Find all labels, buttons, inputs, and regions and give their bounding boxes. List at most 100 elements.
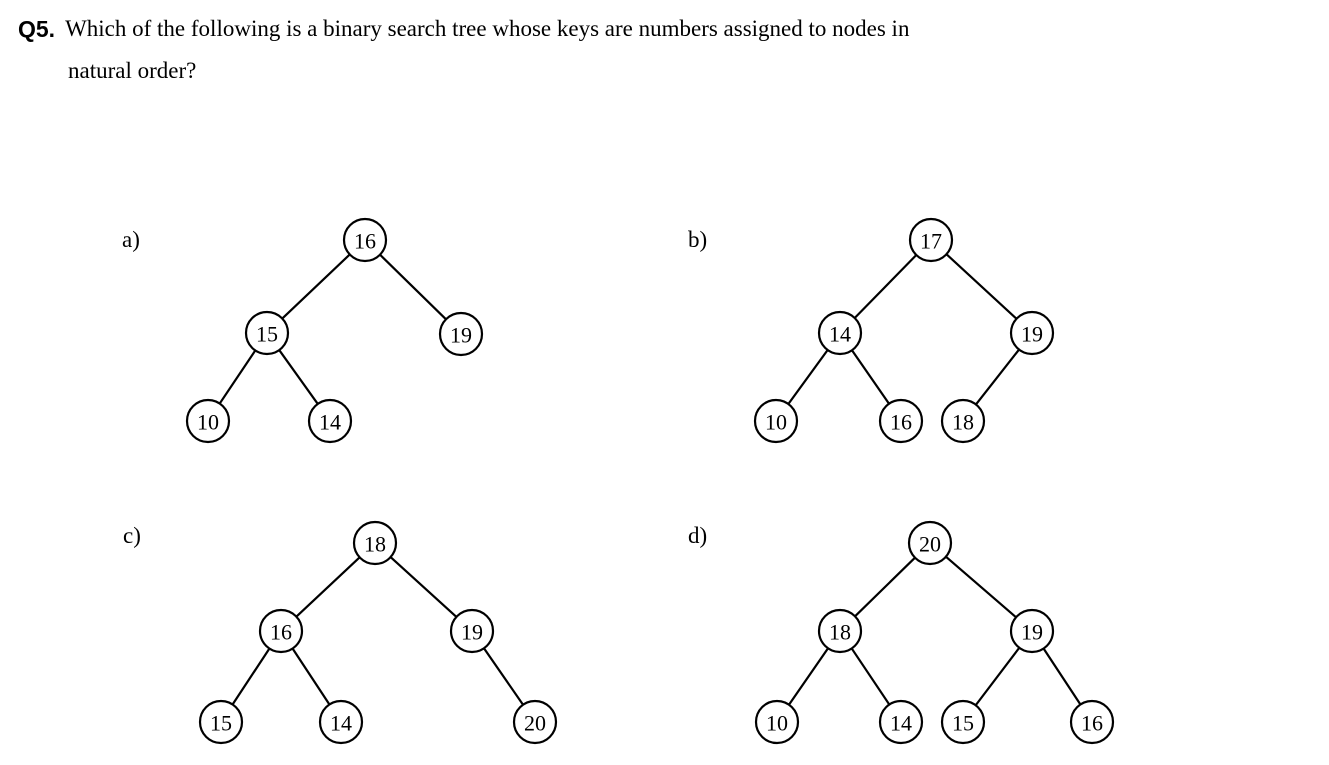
- tree-node: 14: [318, 699, 364, 745]
- tree-node-key: 15: [256, 322, 278, 347]
- tree-edge: [853, 253, 918, 320]
- tree-node: 14: [878, 699, 924, 745]
- tree-node-circle: [817, 608, 863, 654]
- question-first-line: Q5. Which of the following is a binary s…: [18, 12, 1318, 46]
- tree-edge: [945, 253, 1018, 320]
- tree-edge: [278, 348, 319, 406]
- tree-edge: [853, 556, 917, 618]
- tree-edge: [295, 556, 361, 618]
- tree-edge: [974, 646, 1021, 707]
- tree-node-circle: [940, 699, 986, 745]
- tree-node: 14: [307, 398, 353, 444]
- tree-node-circle: [817, 310, 863, 356]
- tree-node-circle: [940, 398, 986, 444]
- option-label-b[interactable]: b): [688, 227, 708, 252]
- tree-node-circle: [878, 398, 924, 444]
- tree-node-key: 20: [524, 711, 546, 736]
- tree-node-key: 15: [210, 711, 232, 736]
- tree-node: 15: [940, 699, 986, 745]
- tree-node: 19: [1009, 608, 1055, 654]
- tree-node-key: 14: [319, 410, 341, 435]
- tree-node-circle: [258, 608, 304, 654]
- tree-node: 19: [1009, 310, 1055, 356]
- tree-node-key: 14: [890, 711, 912, 736]
- tree-node-key: 10: [766, 711, 788, 736]
- tree-node: 14: [817, 310, 863, 356]
- tree-node: 17: [908, 217, 954, 263]
- tree-node: 15: [198, 699, 244, 745]
- tree-edge: [218, 349, 257, 405]
- tree-node-key: 16: [890, 410, 912, 435]
- tree-edge: [850, 647, 891, 706]
- tree-node-circle: [198, 699, 244, 745]
- tree-node: 10: [754, 699, 800, 745]
- tree-node: 18: [817, 608, 863, 654]
- tree-node-key: 18: [829, 620, 851, 645]
- tree-node: 16: [878, 398, 924, 444]
- tree-node-circle: [1009, 310, 1055, 356]
- tree-node-key: 15: [952, 711, 974, 736]
- option-label-d[interactable]: d): [688, 523, 708, 548]
- tree-edge: [389, 556, 458, 618]
- tree-node: 18: [940, 398, 986, 444]
- tree-node-circle: [185, 398, 231, 444]
- tree-node-key: 19: [1021, 322, 1043, 347]
- tree-node-circle: [878, 699, 924, 745]
- option-label-c[interactable]: c): [123, 523, 141, 548]
- tree-node-key: 18: [364, 532, 386, 557]
- tree-node-key: 19: [1021, 620, 1043, 645]
- tree-node: 20: [907, 520, 953, 566]
- tree-node-key: 18: [952, 410, 974, 435]
- tree-node-circle: [907, 520, 953, 566]
- tree-node-key: 10: [765, 410, 787, 435]
- tree-node-key: 19: [450, 323, 472, 348]
- tree-edge: [787, 348, 829, 406]
- tree-node-circle: [753, 398, 799, 444]
- tree-node: 20: [512, 699, 558, 745]
- tree-edge: [974, 348, 1021, 406]
- tree-node-key: 17: [920, 229, 942, 254]
- tree-node-key: 16: [354, 229, 376, 254]
- question-text-line-1: Which of the following is a binary searc…: [65, 16, 910, 41]
- tree-node-key: 16: [270, 620, 292, 645]
- tree-edge: [378, 253, 448, 321]
- tree-node-key: 14: [330, 711, 352, 736]
- tree-node: 10: [185, 398, 231, 444]
- tree-node: 16: [1069, 699, 1115, 745]
- tree-node-circle: [1069, 699, 1115, 745]
- tree-node-circle: [307, 398, 353, 444]
- question-number: Q5.: [18, 16, 56, 42]
- question-text-line-2: natural order?: [68, 58, 197, 83]
- tree-node: 10: [753, 398, 799, 444]
- tree-node-circle: [342, 217, 388, 263]
- tree-node: 15: [244, 310, 290, 356]
- tree-node: 16: [258, 608, 304, 654]
- tree-node-key: 14: [829, 322, 851, 347]
- tree-node-circle: [512, 699, 558, 745]
- tree-node: 18: [352, 520, 398, 566]
- tree-edge: [281, 253, 351, 320]
- tree-node-key: 19: [461, 620, 483, 645]
- tree-edge: [850, 349, 891, 405]
- tree-edge: [1042, 647, 1082, 706]
- tree-node-circle: [244, 310, 290, 356]
- tree-node: 19: [449, 608, 495, 654]
- tree-node-key: 10: [197, 410, 219, 435]
- tree-node: 16: [342, 217, 388, 263]
- tree-edge: [787, 647, 830, 706]
- tree-node-circle: [449, 608, 495, 654]
- tree-node: 19: [438, 311, 484, 357]
- tree-node-circle: [908, 217, 954, 263]
- tree-node-circle: [352, 520, 398, 566]
- tree-node-circle: [438, 311, 484, 357]
- tree-node-circle: [318, 699, 364, 745]
- option-label-a[interactable]: a): [122, 227, 140, 252]
- tree-edge: [291, 647, 331, 706]
- tree-node-circle: [1009, 608, 1055, 654]
- tree-edge: [482, 647, 525, 706]
